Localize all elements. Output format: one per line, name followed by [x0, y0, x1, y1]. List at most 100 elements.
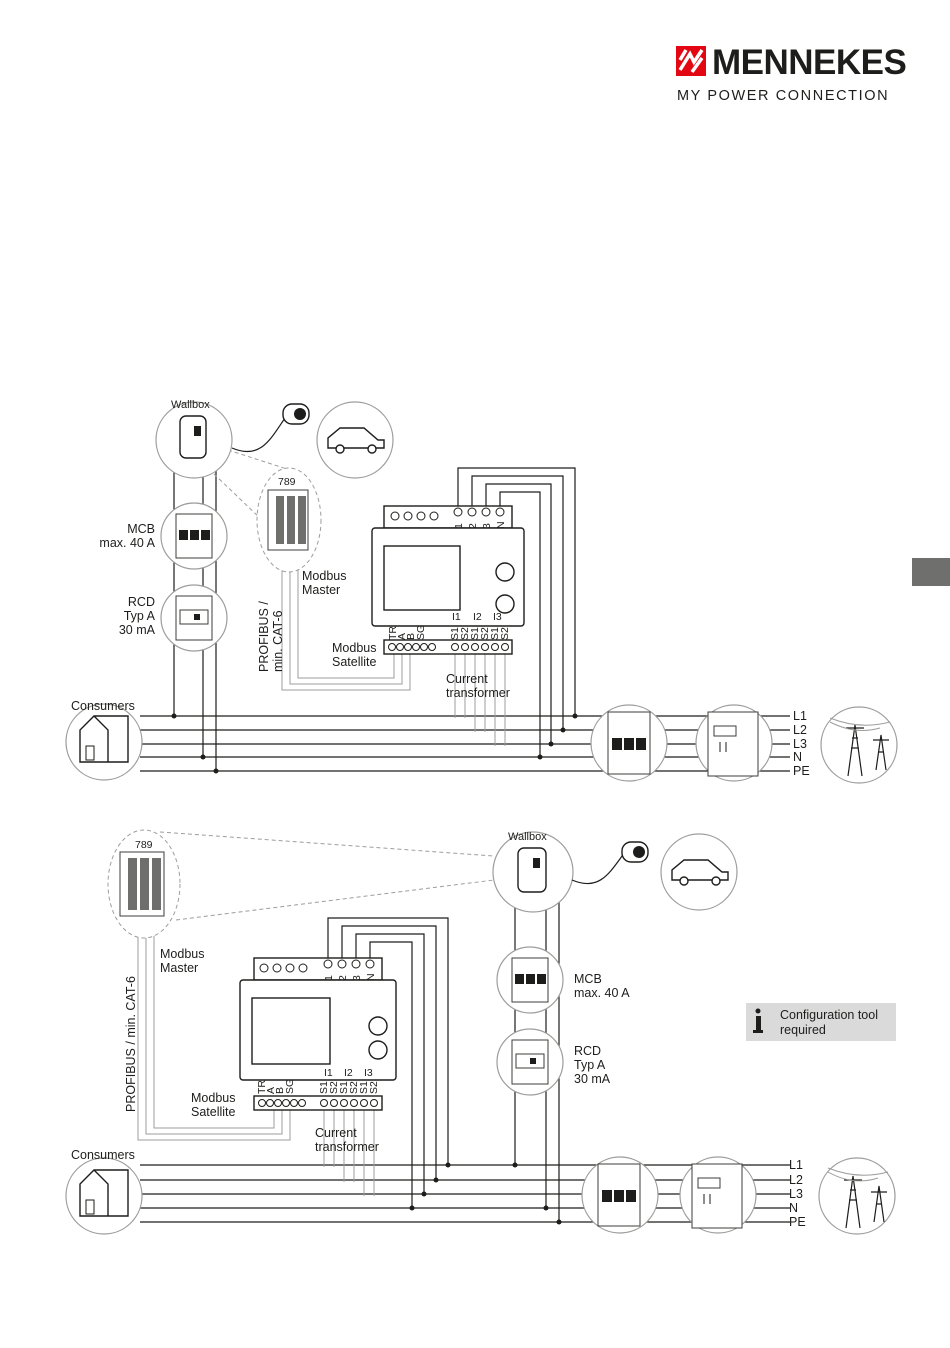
svg-text:S2: S2: [328, 1081, 340, 1094]
current-transformer-label-bottom: Current: [315, 1126, 357, 1140]
svg-text:B: B: [274, 1087, 286, 1094]
svg-text:B: B: [405, 633, 417, 640]
info-icon: [753, 1008, 763, 1033]
line-label-l3: L3: [793, 737, 807, 751]
svg-text:I1: I1: [324, 1067, 333, 1079]
ct-leads-top: [454, 652, 506, 746]
consumers-house-top: Consumers: [65, 699, 143, 781]
modbus-master-bottom: 789 Modbus Master: [107, 829, 204, 975]
diagram-bottom: L1 L2 L3 N PE: [65, 829, 896, 1235]
logo-tagline: MY POWER CONNECTION: [677, 88, 889, 104]
module-number-bottom: 789: [135, 839, 153, 851]
line-label-l1: L1: [793, 709, 807, 723]
rcd-type: Typ A: [124, 609, 156, 623]
svg-text:S1: S1: [338, 1081, 350, 1094]
modbus-master-label: Modbus: [302, 569, 346, 583]
svg-text:S2: S2: [348, 1081, 360, 1094]
line-label-l3-bottom: L3: [789, 1187, 803, 1201]
svg-text:TR: TR: [387, 626, 399, 640]
logo-wordmark: MENNEKES: [712, 43, 906, 82]
mcb-rating-bottom: max. 40 A: [574, 986, 630, 1000]
line-label-n: N: [793, 750, 802, 764]
svg-text:I1: I1: [452, 611, 461, 623]
svg-text:S1: S1: [318, 1081, 330, 1094]
svg-text:I3: I3: [364, 1067, 373, 1079]
rcd-top: RCD Typ A 30 mA: [119, 584, 228, 652]
modbus-master-top: 789 Modbus Master: [256, 467, 346, 597]
mcb-label-bottom: MCB: [574, 972, 602, 986]
mcb-top: MCB max. 40 A: [99, 502, 228, 570]
consumers-house-bottom: Consumers: [65, 1148, 143, 1235]
svg-text:A: A: [265, 1087, 277, 1094]
line-label-l1-bottom: L1: [789, 1158, 803, 1172]
diagram-top: L1 L2 L3 N PE: [65, 399, 898, 784]
line-labels-top: L1 L2 L3 N PE: [793, 709, 810, 778]
energy-meter-top: V1 V2 V3 VN I1 I2 I3 TR A B SG S1: [371, 505, 525, 655]
modbus-master-label-bottom-2: Master: [160, 961, 198, 975]
rcd-current-bottom: 30 mA: [574, 1072, 611, 1086]
svg-text:I2: I2: [473, 611, 482, 623]
rcd-type-bottom: Typ A: [574, 1058, 606, 1072]
main-breaker-bottom: [581, 1156, 659, 1234]
wallbox-label: Wallbox: [171, 399, 210, 411]
mcb-bottom: MCB max. 40 A: [496, 946, 630, 1014]
mennekes-logo-mark: [676, 46, 706, 76]
utility-meter-bottom: [679, 1156, 757, 1234]
ct-leads-bottom: [323, 1110, 375, 1196]
svg-text:S1: S1: [489, 627, 501, 640]
profibus-label-top: PROFIBUS / min. CAT-6: [257, 601, 285, 672]
meter-current-labels: I1 I2 I3: [452, 611, 502, 623]
line-label-l2-bottom: L2: [789, 1173, 803, 1187]
wallbox-bottom: Wallbox: [492, 831, 574, 913]
info-box-line1: Configuration tool: [780, 1008, 878, 1022]
car-icon-bottom: [660, 833, 738, 911]
rcd-label-bottom: RCD: [574, 1044, 601, 1058]
svg-text:SG: SG: [284, 1079, 296, 1094]
modbus-satellite-label-bottom: Modbus: [191, 1091, 235, 1105]
mcb-label: MCB: [127, 522, 155, 536]
svg-text:S2: S2: [368, 1081, 380, 1094]
line-label-n-bottom: N: [789, 1201, 798, 1215]
plug-icon-bottom: [621, 841, 649, 863]
module-number: 789: [278, 476, 296, 488]
info-box-line2: required: [780, 1023, 826, 1037]
power-lines-top: [140, 715, 790, 772]
consumers-label: Consumers: [71, 699, 135, 713]
svg-text:S2: S2: [499, 627, 511, 640]
wallbox-label-bottom: Wallbox: [508, 831, 547, 843]
mennekes-logo: MENNEKES MY POWER CONNECTION: [676, 43, 907, 104]
section-tab-marker: [912, 558, 950, 586]
svg-text:I3: I3: [493, 611, 502, 623]
current-transformer-label-2: transformer: [446, 686, 510, 700]
line-labels-bottom: L1 L2 L3 N PE: [789, 1158, 806, 1229]
power-pylon-icon-top: [820, 706, 898, 784]
meter-bottom-right-labels: S1 S2 S1 S2 S1 S2: [449, 627, 511, 640]
line-label-pe: PE: [793, 764, 810, 778]
modbus-satellite-label-bottom-2: Satellite: [191, 1105, 236, 1119]
svg-text:S1: S1: [449, 627, 461, 640]
svg-text:TR: TR: [256, 1080, 268, 1094]
meter-bottom-right-labels-bottom: S1 S2 S1 S2 S1 S2: [318, 1081, 380, 1094]
svg-text:S1: S1: [469, 627, 481, 640]
meter-bottom-left-labels: TR A B SG: [387, 625, 427, 640]
svg-text:PROFIBUS /: PROFIBUS /: [257, 601, 271, 672]
profibus-label-bottom: PROFIBUS / min. CAT-6: [124, 976, 138, 1112]
rcd-bottom: RCD Typ A 30 mA: [496, 1028, 611, 1096]
modbus-master-label-2: Master: [302, 583, 340, 597]
modbus-satellite-label: Modbus: [332, 641, 376, 655]
plug-icon-top: [282, 403, 310, 425]
line-label-l2: L2: [793, 723, 807, 737]
utility-meter-top: [695, 704, 773, 782]
power-pylon-icon-bottom: [818, 1157, 896, 1235]
meter-bottom-left-labels-bottom: TR A B SG: [256, 1079, 296, 1094]
current-transformer-label-bottom-2: transformer: [315, 1140, 379, 1154]
main-breaker-top: [590, 704, 668, 782]
svg-text:min. CAT-6: min. CAT-6: [271, 610, 285, 672]
config-tool-info-box: Configuration tool required: [746, 1003, 896, 1041]
consumers-label-bottom: Consumers: [71, 1148, 135, 1162]
rcd-current: 30 mA: [119, 623, 156, 637]
svg-text:S1: S1: [358, 1081, 370, 1094]
meter-current-labels-bottom: I1 I2 I3: [324, 1067, 373, 1079]
line-label-pe-bottom: PE: [789, 1215, 806, 1229]
